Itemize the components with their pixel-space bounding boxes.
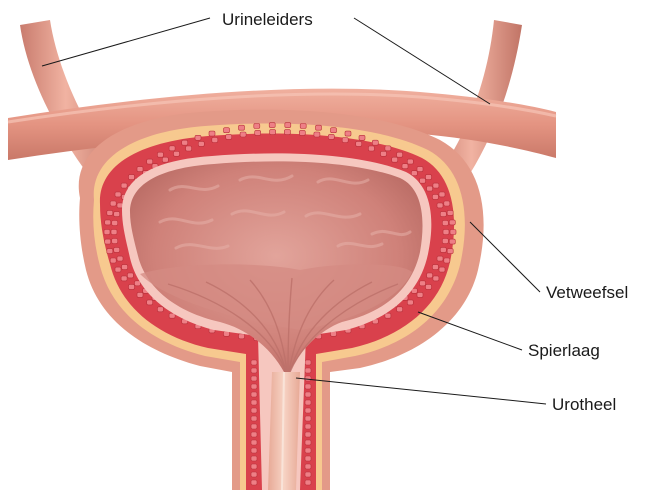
label-urothelium: Urotheel [552,395,616,414]
label-fat-tissue: Vetweefsel [546,283,628,302]
leader-urothelium [296,378,546,404]
urethra [268,372,300,490]
label-muscle-layer: Spierlaag [528,341,600,360]
leader-ureters-left [42,18,210,66]
label-ureters: Urineleiders [222,10,313,29]
